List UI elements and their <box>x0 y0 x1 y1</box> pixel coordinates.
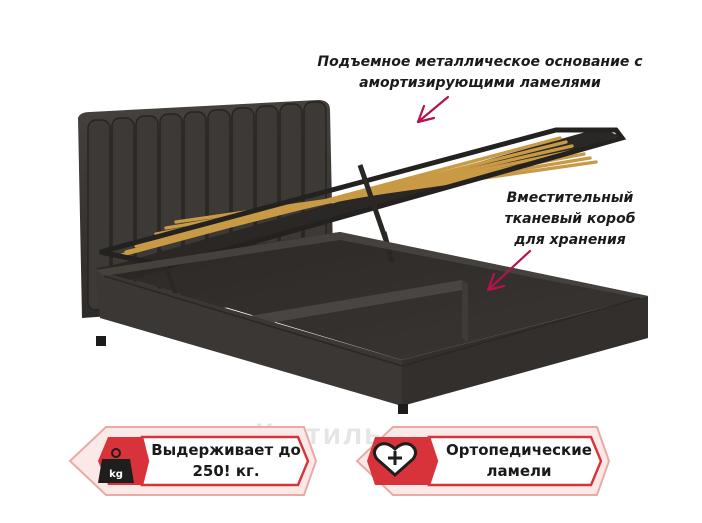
badge-line: ламели <box>486 462 552 480</box>
weight-capacity-text: Выдерживает до 250! кг. <box>146 440 306 482</box>
weight-icon: kg <box>98 448 134 483</box>
badge-line: Ортопедические <box>446 441 592 459</box>
callout-line: Подъемное металлическое основание с <box>317 54 643 70</box>
heart-plus-icon <box>372 442 418 478</box>
storage-box-callout: Вместительный тканевый короб для хранени… <box>470 188 670 251</box>
callout-line: для хранения <box>514 232 626 248</box>
orthopedic-slats-text: Ортопедические ламели <box>437 440 601 482</box>
storage-box <box>95 232 648 360</box>
orthopedic-slats-badge: Ортопедические ламели <box>355 423 611 499</box>
badge-line: Выдерживает до <box>151 441 301 459</box>
arrow-icon <box>416 95 532 292</box>
badge-line: 250! кг. <box>192 462 260 480</box>
callout-line: амортизирующими ламелями <box>359 75 601 91</box>
callout-line: Вместительный <box>506 190 634 206</box>
lifting-base-callout: Подъемное металлическое основание с амор… <box>300 52 660 94</box>
weight-capacity-badge: kg Выдерживает до 250! кг. <box>68 423 318 499</box>
callout-line: тканевый короб <box>504 211 636 227</box>
weight-icon-label: kg <box>109 469 123 480</box>
lifted-slatted-base <box>96 127 627 297</box>
badge-frame <box>355 426 611 496</box>
bed-frame <box>96 232 648 414</box>
badge-frame: kg <box>68 426 318 496</box>
